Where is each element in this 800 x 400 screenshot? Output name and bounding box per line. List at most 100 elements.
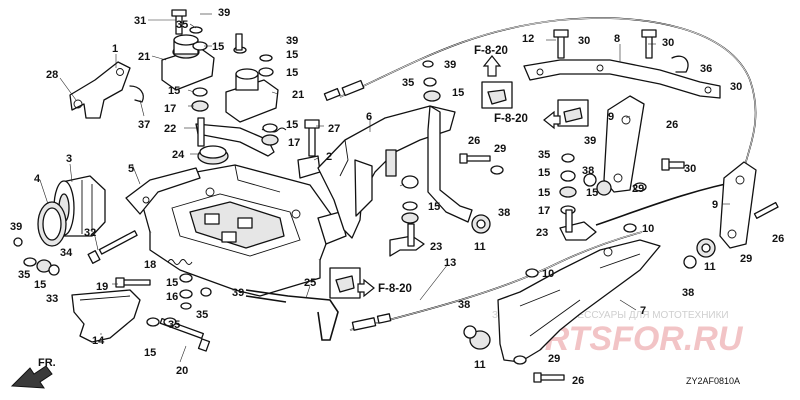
callout-2: 2 bbox=[326, 151, 332, 163]
callout-5: 5 bbox=[128, 163, 134, 175]
callout-38d: 38 bbox=[682, 287, 694, 299]
arm-9a bbox=[603, 95, 645, 193]
callout-12: 12 bbox=[522, 33, 534, 45]
callout-36: 36 bbox=[700, 63, 712, 75]
callout-15m: 15 bbox=[586, 187, 598, 199]
bracket-1 bbox=[69, 61, 144, 119]
callout-11c: 11 bbox=[704, 261, 716, 273]
callout-9b: 9 bbox=[712, 199, 718, 211]
callout-17b: 17 bbox=[288, 137, 300, 149]
bolts-30 bbox=[553, 29, 685, 171]
callout-10a: 10 bbox=[642, 223, 654, 235]
callout-30a: 30 bbox=[578, 35, 590, 47]
callout-35e: 35 bbox=[168, 319, 180, 331]
callout-18: 18 bbox=[144, 259, 156, 271]
control-frame-6 bbox=[317, 105, 473, 239]
watermark-tagline: ЗАПЧАСТИ И АКСЕССУАРЫ ДЛЯ МОТОТЕХНИКИ bbox=[492, 310, 729, 321]
callout-29a: 29 bbox=[494, 143, 506, 155]
spring-15-17 bbox=[261, 123, 279, 146]
callout-26a: 26 bbox=[468, 135, 480, 147]
callout-23a: 23 bbox=[430, 241, 442, 253]
handle-lever-14 bbox=[71, 289, 141, 343]
clip-2 bbox=[297, 155, 321, 179]
clamp-36 bbox=[671, 55, 689, 73]
washer-29c bbox=[633, 182, 647, 192]
callout-22: 22 bbox=[164, 123, 176, 135]
arm-9b bbox=[719, 161, 757, 249]
bolt-20 bbox=[146, 317, 211, 352]
callout-29b: 29 bbox=[632, 183, 644, 195]
bolt-19 bbox=[115, 277, 151, 288]
callout-38b: 38 bbox=[582, 165, 594, 177]
throttle-cable-12 bbox=[323, 17, 757, 166]
callout-6: 6 bbox=[366, 111, 372, 123]
callout-17a: 17 bbox=[164, 103, 176, 115]
throttle-arm-22 bbox=[195, 117, 287, 157]
callout-35d: 35 bbox=[18, 269, 30, 281]
front-label: FR. bbox=[38, 357, 56, 369]
hardware-frame-top bbox=[422, 60, 441, 102]
shift-cable-13 bbox=[349, 231, 643, 331]
callout-35f: 35 bbox=[196, 309, 208, 321]
callout-39f: 39 bbox=[232, 287, 244, 299]
callout-15f: 15 bbox=[452, 87, 464, 99]
callout-39c: 39 bbox=[444, 59, 456, 71]
callout-33: 33 bbox=[46, 293, 58, 305]
callout-19: 19 bbox=[96, 281, 108, 293]
callout-39a: 39 bbox=[218, 7, 230, 19]
grommet-24 bbox=[197, 145, 229, 165]
bolt-26a bbox=[459, 153, 491, 164]
bolt-26c bbox=[533, 372, 565, 383]
callout-24: 24 bbox=[172, 149, 185, 161]
callout-11b: 11 bbox=[474, 359, 486, 371]
callout-37: 37 bbox=[138, 119, 150, 131]
callout-38c: 38 bbox=[458, 299, 470, 311]
callout-7: 7 bbox=[640, 305, 646, 317]
hardware-right-mid bbox=[559, 153, 612, 215]
section-ref-mid: F-8-20 bbox=[494, 113, 528, 125]
callout-8: 8 bbox=[614, 33, 620, 45]
callout-15c: 15 bbox=[286, 67, 298, 79]
callout-38a: 38 bbox=[498, 207, 510, 219]
collar-11a bbox=[471, 214, 491, 234]
callout-26c: 26 bbox=[772, 233, 784, 245]
bearing-holder-21b bbox=[225, 68, 279, 123]
ref-box-top bbox=[481, 55, 513, 109]
section-ref-top: F-8-20 bbox=[474, 45, 508, 57]
callout-15k: 15 bbox=[34, 279, 46, 291]
callout-29c: 29 bbox=[740, 253, 752, 265]
callout-16: 16 bbox=[166, 291, 178, 303]
callout-27: 27 bbox=[328, 123, 340, 135]
section-ref-low: F-8-20 bbox=[378, 283, 412, 295]
washer-29b bbox=[513, 355, 527, 365]
callout-labels: 1 2 3 4 5 6 7 8 9 9 10 10 11 11 11 12 13… bbox=[10, 7, 784, 387]
callout-35a: 35 bbox=[176, 19, 188, 31]
ref-box-mid bbox=[543, 99, 589, 130]
callout-11a: 11 bbox=[474, 241, 486, 253]
tiller-rod-25 bbox=[245, 289, 339, 341]
callout-15b: 15 bbox=[286, 49, 298, 61]
callout-30d: 30 bbox=[684, 163, 696, 175]
callout-15j: 15 bbox=[166, 277, 178, 289]
callout-21a: 21 bbox=[138, 51, 150, 63]
steering-housing bbox=[139, 164, 347, 297]
front-direction-arrow bbox=[10, 365, 53, 389]
hardware-mid-16 bbox=[179, 273, 212, 310]
callout-15g: 15 bbox=[428, 201, 440, 213]
washer-10b bbox=[525, 268, 539, 278]
lever-23a bbox=[389, 175, 425, 257]
callout-15l: 15 bbox=[144, 347, 156, 359]
callout-3: 3 bbox=[66, 153, 72, 165]
bolt-27 bbox=[304, 119, 320, 157]
callout-35b: 35 bbox=[402, 77, 414, 89]
callout-14: 14 bbox=[92, 335, 105, 347]
callout-15h: 15 bbox=[538, 187, 550, 199]
callout-28: 28 bbox=[46, 69, 58, 81]
diagram-code: ZY2AF0810A bbox=[686, 376, 740, 386]
callout-17c: 17 bbox=[538, 205, 550, 217]
hardware-lower-left bbox=[13, 237, 60, 276]
collar-11b bbox=[463, 325, 491, 350]
callout-26d: 26 bbox=[572, 375, 584, 387]
callout-23b: 23 bbox=[536, 227, 548, 239]
